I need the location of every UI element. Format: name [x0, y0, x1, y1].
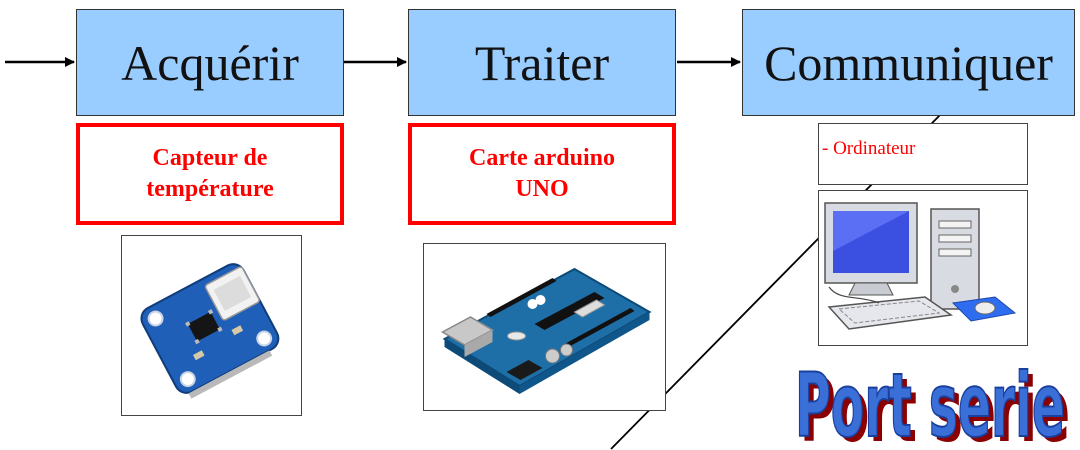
component-capteur-line1: Capteur de: [152, 144, 268, 171]
component-arduino-line1: Carte arduino: [469, 144, 615, 171]
component-arduino: Carte arduino UNO: [408, 123, 676, 225]
port-serie-label: Port serie: [795, 354, 1065, 450]
stage-acquerir-label: Acquérir: [121, 34, 299, 91]
component-capteur: Capteur de température: [76, 123, 344, 225]
stage-acquerir: Acquérir: [76, 9, 344, 116]
sensor-image-frame: [121, 235, 302, 416]
computer-label: - Ordinateur: [822, 138, 916, 159]
arduino-uno-board-icon: [440, 267, 652, 394]
stage-traiter-label: Traiter: [474, 34, 610, 91]
component-capteur-line2: température: [146, 176, 274, 202]
desktop-computer-icon: [824, 202, 1017, 330]
component-arduino-line2: UNO: [515, 176, 569, 202]
computer-image-frame: [818, 190, 1028, 346]
port-serie-shadow: Port serie: [800, 359, 1070, 450]
stage-communiquer-label: Communiquer: [764, 34, 1053, 91]
temperature-sensor-board-icon: [140, 263, 280, 399]
stage-communiquer: Communiquer: [742, 9, 1075, 116]
stage-traiter: Traiter: [408, 9, 676, 116]
computer-label-box: - Ordinateur: [818, 123, 1028, 185]
port-serie-title: Port serie Port serie: [794, 353, 1070, 450]
arduino-image-frame: [423, 243, 666, 411]
